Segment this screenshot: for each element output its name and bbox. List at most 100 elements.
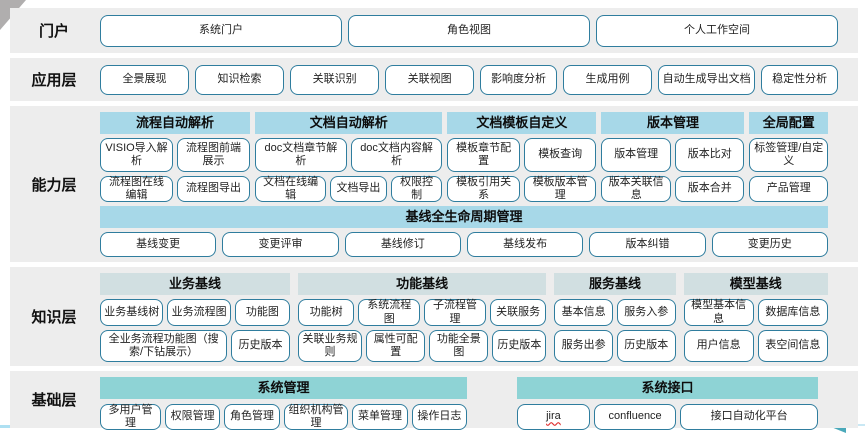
app-button[interactable]: 稳定性分析 xyxy=(761,65,839,95)
portal-button[interactable]: 角色视图 xyxy=(348,15,590,47)
baseline-button[interactable]: 基线发布 xyxy=(466,232,584,257)
knowledge-group-model-baseline: 模型基线 模型基本信息 数据库信息 用户信息 表空间信息 xyxy=(683,273,828,362)
knowledge-button[interactable]: 服务入参 xyxy=(616,299,676,326)
knowledge-button[interactable]: 子流程管理 xyxy=(424,299,486,326)
layer-capability: 能力层 流程自动解析 VISIO导入解析 流程图前端展示 流程图在线编辑 流程图… xyxy=(10,106,858,262)
app-button[interactable]: 知识检索 xyxy=(195,65,285,95)
capability-button[interactable]: 模板查询 xyxy=(523,138,597,172)
knowledge-button[interactable]: 历史版本 xyxy=(616,330,676,362)
base-group-system-management: 系统管理 多用户管理 权限管理 角色管理 组织机构管理 菜单管理 操作日志 xyxy=(100,377,467,430)
capability-group-header: 文档自动解析 xyxy=(255,112,443,134)
capability-button[interactable]: 产品管理 xyxy=(749,176,829,202)
knowledge-group-header: 模型基线 xyxy=(683,273,828,295)
system-mgmt-button[interactable]: 多用户管理 xyxy=(100,404,161,430)
system-mgmt-button[interactable]: 组织机构管理 xyxy=(283,404,349,430)
knowledge-group-business-baseline: 业务基线 业务基线树 业务流程图 功能图 全业务流程功能图（搜索/下钻展示） 历… xyxy=(100,273,290,362)
baseline-button[interactable]: 基线变更 xyxy=(100,232,217,257)
knowledge-group-header: 服务基线 xyxy=(554,273,676,295)
capability-button[interactable]: 版本管理 xyxy=(601,138,671,172)
knowledge-button[interactable]: 功能全景图 xyxy=(429,330,489,362)
capability-group-version: 版本管理 版本管理 版本比对 版本关联信息 版本合并 xyxy=(601,112,745,202)
knowledge-button[interactable]: 属性可配置 xyxy=(366,330,426,362)
capability-group-header: 版本管理 xyxy=(601,112,745,134)
system-interface-button-confluence[interactable]: confluence xyxy=(593,404,677,430)
knowledge-button[interactable]: 历史版本 xyxy=(492,330,547,362)
capability-button[interactable]: 模板引用关系 xyxy=(447,176,520,202)
knowledge-button[interactable]: 全业务流程功能图（搜索/下钻展示） xyxy=(100,330,228,362)
capability-button[interactable]: VISIO导入解析 xyxy=(100,138,174,172)
capability-button[interactable]: 流程图导出 xyxy=(177,176,251,202)
capability-button[interactable]: 文档导出 xyxy=(330,176,387,202)
capability-group-doc-parse: 文档自动解析 doc文档章节解析 doc文档内容解析 文档在线编辑 文档导出 权… xyxy=(255,112,443,202)
layer-portal: 门户 系统门户 角色视图 个人工作空间 xyxy=(10,8,858,53)
system-mgmt-button[interactable]: 菜单管理 xyxy=(352,404,408,430)
base-group-system-interface: 系统接口 jira confluence 接口自动化平台 xyxy=(517,377,818,430)
capability-button[interactable]: 版本比对 xyxy=(674,138,745,172)
layer-knowledge: 知识层 业务基线 业务基线树 业务流程图 功能图 全业务流程功能图（搜索/下钻展… xyxy=(10,267,858,366)
knowledge-group-header: 业务基线 xyxy=(100,273,290,295)
capability-button[interactable]: 标签管理/自定义 xyxy=(749,138,829,172)
capability-button[interactable]: 文档在线编辑 xyxy=(255,176,327,202)
capability-button[interactable]: 流程图在线编辑 xyxy=(100,176,174,202)
knowledge-button[interactable]: 关联业务规则 xyxy=(297,330,363,362)
app-button[interactable]: 影响度分析 xyxy=(480,65,557,95)
knowledge-button[interactable]: 功能树 xyxy=(297,299,355,326)
baseline-button[interactable]: 变更历史 xyxy=(711,232,828,257)
layer-label-base: 基础层 xyxy=(31,392,77,409)
knowledge-button[interactable]: 基本信息 xyxy=(554,299,613,326)
portal-button[interactable]: 个人工作空间 xyxy=(596,15,838,47)
baseline-button[interactable]: 基线修订 xyxy=(344,232,461,257)
system-mgmt-button[interactable]: 权限管理 xyxy=(164,404,221,430)
base-group-header: 系统管理 xyxy=(100,377,467,399)
capability-button[interactable]: 模板章节配置 xyxy=(447,138,520,172)
knowledge-button[interactable]: 系统流程图 xyxy=(358,299,421,326)
system-mgmt-button[interactable]: 操作日志 xyxy=(411,404,467,430)
base-group-header: 系统接口 xyxy=(517,377,818,399)
capability-group-header: 全局配置 xyxy=(749,112,829,134)
app-button[interactable]: 生成用例 xyxy=(563,65,653,95)
baseline-button[interactable]: 变更评审 xyxy=(222,232,339,257)
knowledge-button[interactable]: 表空间信息 xyxy=(757,330,828,362)
system-interface-button-jira[interactable]: jira xyxy=(517,404,590,430)
knowledge-button[interactable]: 关联服务 xyxy=(489,299,547,326)
knowledge-button[interactable]: 服务出参 xyxy=(554,330,613,362)
capability-button[interactable]: 模板版本管理 xyxy=(523,176,597,202)
app-button[interactable]: 关联识别 xyxy=(290,65,380,95)
knowledge-button[interactable]: 业务基线树 xyxy=(100,299,164,326)
layer-label-application: 应用层 xyxy=(31,72,77,89)
app-button[interactable]: 关联视图 xyxy=(385,65,475,95)
capability-group-template: 文档模板自定义 模板章节配置 模板查询 模板引用关系 模板版本管理 xyxy=(447,112,597,202)
knowledge-button[interactable]: 功能图 xyxy=(234,299,290,326)
portal-button[interactable]: 系统门户 xyxy=(100,15,342,47)
layer-label-knowledge: 知识层 xyxy=(31,309,77,326)
capability-button[interactable]: 权限控制 xyxy=(390,176,443,202)
capability-button[interactable]: 流程图前端展示 xyxy=(177,138,251,172)
capability-button[interactable]: 版本合并 xyxy=(674,176,745,202)
layer-label-capability: 能力层 xyxy=(31,176,77,194)
knowledge-group-header: 功能基线 xyxy=(297,273,547,295)
capability-group-process-parse: 流程自动解析 VISIO导入解析 流程图前端展示 流程图在线编辑 流程图导出 xyxy=(100,112,251,202)
baseline-button[interactable]: 版本纠错 xyxy=(589,232,706,257)
capability-group-global-config: 全局配置 标签管理/自定义 产品管理 xyxy=(749,112,829,202)
capability-group-header: 流程自动解析 xyxy=(100,112,251,134)
knowledge-group-function-baseline: 功能基线 功能树 系统流程图 子流程管理 关联服务 关联业务规则 属性可配置 功… xyxy=(297,273,547,362)
system-mgmt-button[interactable]: 角色管理 xyxy=(224,404,280,430)
app-button[interactable]: 自动生成导出文档 xyxy=(658,65,756,95)
knowledge-group-service-baseline: 服务基线 基本信息 服务入参 服务出参 历史版本 xyxy=(554,273,676,362)
knowledge-button[interactable]: 数据库信息 xyxy=(757,299,828,326)
layer-base: 基础层 系统管理 多用户管理 权限管理 角色管理 组织机构管理 菜单管理 操作日… xyxy=(10,371,858,430)
knowledge-button[interactable]: 历史版本 xyxy=(231,330,290,362)
capability-button[interactable]: doc文档章节解析 xyxy=(255,138,347,172)
knowledge-button[interactable]: 模型基本信息 xyxy=(683,299,754,326)
knowledge-button[interactable]: 用户信息 xyxy=(683,330,754,362)
capability-button[interactable]: doc文档内容解析 xyxy=(350,138,443,172)
knowledge-button[interactable]: 业务流程图 xyxy=(167,299,231,326)
baseline-lifecycle-header: 基线全生命周期管理 xyxy=(100,206,828,228)
layer-label-portal: 门户 xyxy=(38,23,69,40)
layer-application: 应用层 全景展现 知识检索 关联识别 关联视图 影响度分析 生成用例 自动生成导… xyxy=(10,58,858,101)
system-interface-button-api-platform[interactable]: 接口自动化平台 xyxy=(680,404,818,430)
capability-group-header: 文档模板自定义 xyxy=(447,112,597,134)
capability-button[interactable]: 版本关联信息 xyxy=(601,176,671,202)
app-button[interactable]: 全景展现 xyxy=(100,65,190,95)
